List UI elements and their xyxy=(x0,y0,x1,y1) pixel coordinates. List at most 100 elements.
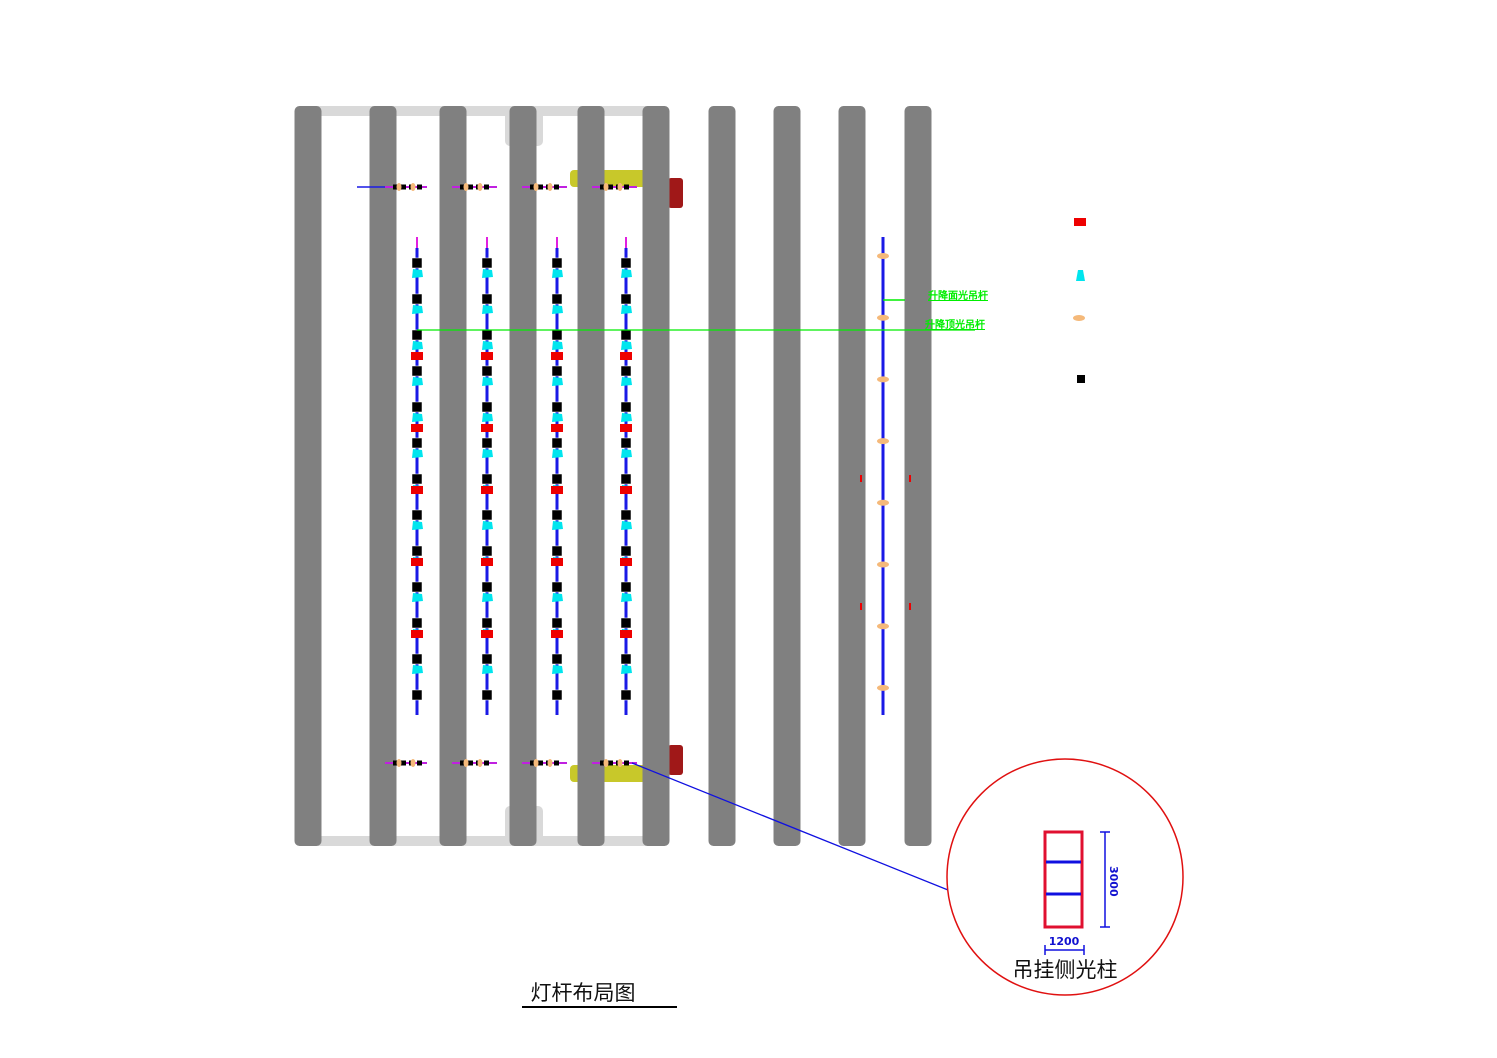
red-fixture xyxy=(411,486,423,494)
cyan-fixture xyxy=(412,665,423,674)
mini-spotlight xyxy=(468,760,473,766)
black-spotlight xyxy=(411,545,423,557)
black-spotlight xyxy=(481,401,493,413)
cyan-fixture xyxy=(621,665,632,674)
black-spotlight xyxy=(620,437,632,449)
cyan-fixture xyxy=(621,341,632,350)
mini-spotlight xyxy=(460,184,465,190)
cyan-fixture xyxy=(482,449,493,458)
fixture-pipes xyxy=(357,186,885,764)
orange-fixture xyxy=(877,684,889,691)
black-spotlight xyxy=(481,329,493,341)
mini-orange-fixture xyxy=(463,183,469,191)
black-spotlight xyxy=(481,293,493,305)
red-fixture xyxy=(551,424,563,432)
cyan-fixture xyxy=(552,449,563,458)
truss-bar xyxy=(708,106,736,846)
fixtures xyxy=(393,183,911,767)
red-fixture xyxy=(481,486,493,494)
mini-orange-fixture xyxy=(547,183,553,191)
cyan-fixture xyxy=(482,341,493,350)
black-spotlight xyxy=(481,689,493,701)
mini-orange-fixture xyxy=(477,759,483,767)
mini-orange-fixture xyxy=(603,183,609,191)
mini-spotlight xyxy=(401,760,406,766)
drawing-title: 灯杆布局图 xyxy=(531,981,636,1005)
black-spotlight xyxy=(481,653,493,665)
black-spotlight xyxy=(551,437,563,449)
mini-spotlight xyxy=(554,184,559,190)
mini-spotlight xyxy=(484,184,489,190)
cyan-fixture xyxy=(621,521,632,530)
cyan-fixture xyxy=(621,593,632,602)
red-fixture xyxy=(620,424,632,432)
mini-orange-fixture xyxy=(477,183,483,191)
black-spotlight xyxy=(551,653,563,665)
red-fixture xyxy=(620,352,632,360)
orange-fixture-icon xyxy=(1073,315,1085,321)
red-fixture xyxy=(411,352,423,360)
orange-fixture xyxy=(877,438,889,445)
red-fixture xyxy=(551,630,563,638)
cyan-fixture xyxy=(482,521,493,530)
mini-orange-fixture xyxy=(463,759,469,767)
red-fixture xyxy=(620,558,632,566)
mini-spotlight xyxy=(624,184,629,190)
red-fixture xyxy=(481,424,493,432)
mini-spotlight xyxy=(417,760,422,766)
mini-orange-fixture xyxy=(617,183,623,191)
black-spotlight xyxy=(481,581,493,593)
mini-spotlight xyxy=(624,760,629,766)
red-fixture xyxy=(551,558,563,566)
mini-spotlight xyxy=(393,184,398,190)
cyan-fixture xyxy=(482,269,493,278)
orange-fixture xyxy=(877,376,889,383)
black-spotlight xyxy=(411,653,423,665)
cyan-fixture xyxy=(621,269,632,278)
black-spotlight xyxy=(551,365,563,377)
cyan-fixture xyxy=(412,413,423,422)
frame-top xyxy=(300,106,656,116)
black-spotlight xyxy=(551,545,563,557)
black-spotlight xyxy=(411,365,423,377)
red-fixture xyxy=(551,352,563,360)
red-fixture xyxy=(411,424,423,432)
callout-leader xyxy=(631,762,949,891)
red-fixture xyxy=(481,352,493,360)
cyan-fixture xyxy=(482,413,493,422)
black-spotlight xyxy=(481,257,493,269)
black-spotlight xyxy=(620,365,632,377)
mini-spotlight xyxy=(417,184,422,190)
cyan-fixture xyxy=(482,665,493,674)
mini-orange-fixture xyxy=(533,759,539,767)
mini-orange-fixture xyxy=(410,759,416,767)
cyan-fixture xyxy=(412,521,423,530)
red-fixture xyxy=(411,558,423,566)
red-marker xyxy=(860,603,862,610)
mini-orange-fixture xyxy=(396,183,402,191)
cyan-fixture xyxy=(412,593,423,602)
black-spotlight xyxy=(411,293,423,305)
black-spotlight-icon xyxy=(1077,375,1085,383)
mini-spotlight xyxy=(600,760,605,766)
cyan-fixture xyxy=(482,377,493,386)
black-spotlight xyxy=(620,401,632,413)
mini-spotlight xyxy=(538,760,543,766)
orange-fixture xyxy=(877,314,889,321)
cyan-fixture xyxy=(412,269,423,278)
orange-fixture xyxy=(877,623,889,630)
truss-bar xyxy=(294,106,322,846)
mini-spotlight xyxy=(393,760,398,766)
red-marker xyxy=(860,475,862,482)
black-spotlight xyxy=(620,257,632,269)
orange-fixture xyxy=(877,561,889,568)
red-fixture xyxy=(620,630,632,638)
cyan-fixture xyxy=(412,341,423,350)
black-spotlight xyxy=(620,617,632,629)
cyan-fixture xyxy=(621,413,632,422)
mini-orange-fixture xyxy=(410,183,416,191)
black-spotlight xyxy=(620,473,632,485)
red-marker xyxy=(909,475,911,482)
truss-bar xyxy=(577,106,605,846)
